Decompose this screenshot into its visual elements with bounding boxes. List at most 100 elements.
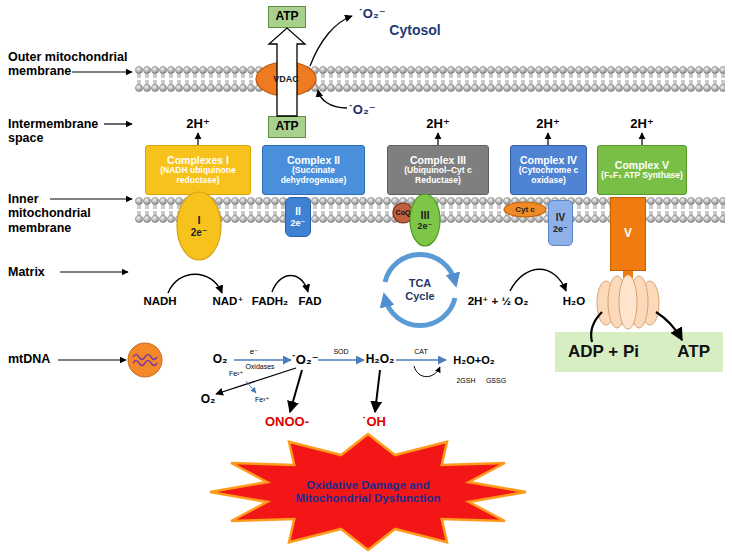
node-text: ADP + Pi	[568, 342, 639, 362]
reaction-arc	[510, 269, 566, 291]
damage-arrow	[375, 370, 380, 412]
node-text: Oxidative Damage and Mitochondrial Dysfu…	[293, 479, 443, 505]
cytochrome-c: Cyt c	[503, 201, 547, 218]
node-text: ATP	[677, 342, 710, 362]
cytochrome-c-shape	[504, 202, 546, 217]
complex-box: Complex V(F₀F₁ ATP Synthase)	[597, 145, 687, 195]
complex-box: Complex IV(Cytochrome c oxidase)	[510, 145, 587, 195]
reaction-arrow	[318, 359, 364, 361]
ros-species: H₂O₂	[366, 353, 395, 367]
glutathione-arc	[414, 366, 440, 377]
mtdna-circle	[128, 343, 162, 377]
pointer-arrow	[58, 359, 126, 360]
region-label: Matrix	[8, 265, 45, 279]
region-label: Inner mitochondrial membrane	[8, 192, 104, 235]
node-text-group: ATP	[269, 7, 305, 27]
node-text-group: III2e⁻	[409, 193, 441, 247]
damage-burst-shape	[210, 434, 526, 550]
proton-pump-arrow	[197, 133, 198, 145]
node-text-group: I2e⁻	[176, 191, 222, 261]
complex-protein-shape	[177, 192, 221, 260]
reaction-arrow	[216, 368, 296, 394]
pointer-arrow	[50, 198, 132, 199]
complex-box: Complex II(Succinate dehydrogenase)	[262, 145, 365, 195]
node-text: 2e⁻	[191, 227, 207, 239]
mtdna-strand	[133, 355, 157, 366]
compartment-label: Cytosol	[389, 22, 440, 38]
ros-species: ˙O₂⁻	[291, 353, 318, 368]
node-text: Complex III	[410, 154, 466, 166]
node-text-group: CoQ	[392, 202, 414, 224]
proton-label: 2H⁺	[536, 117, 559, 132]
superoxide-arrow	[318, 90, 347, 108]
node-text-group: V	[611, 198, 645, 270]
node-text: CoQ	[396, 209, 411, 217]
proton-label: 2H⁺	[630, 117, 653, 132]
substrate-label: 2H⁺ + ½ O₂	[468, 295, 529, 308]
region-label: Outer mitochondrial membrane	[8, 50, 136, 79]
node-text: 2e⁻	[291, 218, 306, 228]
node-text-group: II2e⁻	[286, 198, 310, 236]
node-text: III	[420, 209, 429, 222]
node-text-group: Complex IV(Cytochrome c oxidase)	[511, 146, 586, 194]
node-text: IV	[556, 212, 565, 224]
node-text: Cyt c	[515, 205, 535, 214]
substrate-label: NAD⁺	[213, 295, 244, 308]
pointer-arrow	[72, 71, 132, 72]
node-text-group: Complexes I(NADH ubiquinone reductase)	[146, 146, 250, 194]
superoxide-label: ˙O₂⁻	[358, 7, 385, 22]
node-text-group: ADP + Pi ATP	[556, 333, 722, 371]
complex-box: Complex III(Ubiquinol–Cyt c Reductase)	[387, 145, 489, 195]
ros-species: H₂O+O₂	[453, 354, 494, 367]
vdac-channel: VDAC	[255, 61, 317, 97]
node-text: 2e⁻	[418, 221, 433, 231]
reaction-note: e⁻	[250, 347, 259, 356]
reaction-note: 2GSH	[456, 377, 475, 385]
complex-protein: IV2e⁻	[548, 200, 573, 246]
node-text: Complex IV	[520, 154, 577, 166]
node-text-group: Complex III(Ubiquinol–Cyt c Reductase)	[388, 146, 488, 194]
reaction-note: Oxidases	[245, 363, 274, 371]
atp-output-box: ADP + Pi ATP	[555, 332, 723, 372]
tca-cycle-arrow	[385, 298, 455, 326]
reaction-note: Fe²⁺	[229, 370, 243, 378]
reaction-note: GSSG	[486, 377, 506, 385]
substrate-label: FAD	[299, 295, 322, 308]
iron-arrow	[246, 381, 256, 393]
vdac-channel-shape	[256, 62, 316, 96]
node-text: (Cytochrome c oxidase)	[512, 166, 585, 186]
node-text: (NADH ubiquinone reductase)	[147, 166, 249, 186]
cycle-label: TCA Cycle	[398, 277, 442, 302]
pointer-arrow	[60, 271, 128, 272]
reaction-note: Fe³⁺	[255, 396, 269, 404]
node-text: 2e⁻	[553, 224, 568, 234]
ros-species: ONOO-	[265, 415, 309, 430]
node-text-group: ATP	[269, 117, 305, 137]
reaction-arrow	[396, 359, 446, 361]
node-text-group: Oxidative Damage and Mitochondrial Dysfu…	[208, 432, 528, 552]
damage-arrow	[290, 370, 302, 412]
reaction-arc	[168, 274, 222, 293]
enzyme-label: CAT	[414, 348, 427, 356]
proton-label: 2H⁺	[186, 117, 209, 132]
outer-membrane-bilayer	[135, 66, 725, 92]
pointer-arrow	[104, 123, 132, 124]
superoxide-label: ˙O₂⁻	[348, 103, 375, 118]
atp-box: ATP	[268, 116, 306, 138]
region-label: Intermembrane space	[8, 117, 108, 146]
atp-synthase-stalk: V	[610, 197, 646, 271]
substrate-label: FADH₂	[252, 295, 288, 308]
proton-pump-arrow	[547, 133, 548, 145]
node-text-group: Complex II(Succinate dehydrogenase)	[263, 146, 364, 194]
proton-pump-arrow	[437, 133, 438, 145]
node-text: Complex II	[287, 154, 340, 166]
node-text-group: IV2e⁻	[549, 201, 572, 245]
ros-species: O₂	[213, 353, 228, 367]
node-text: V	[624, 227, 632, 241]
damage-burst: Oxidative Damage and Mitochondrial Dysfu…	[208, 432, 528, 552]
node-text: ATP	[275, 10, 298, 24]
enzyme-label: SOD	[333, 348, 348, 356]
node-text: Complex V	[615, 159, 669, 171]
coq-carrier: CoQ	[392, 202, 414, 224]
